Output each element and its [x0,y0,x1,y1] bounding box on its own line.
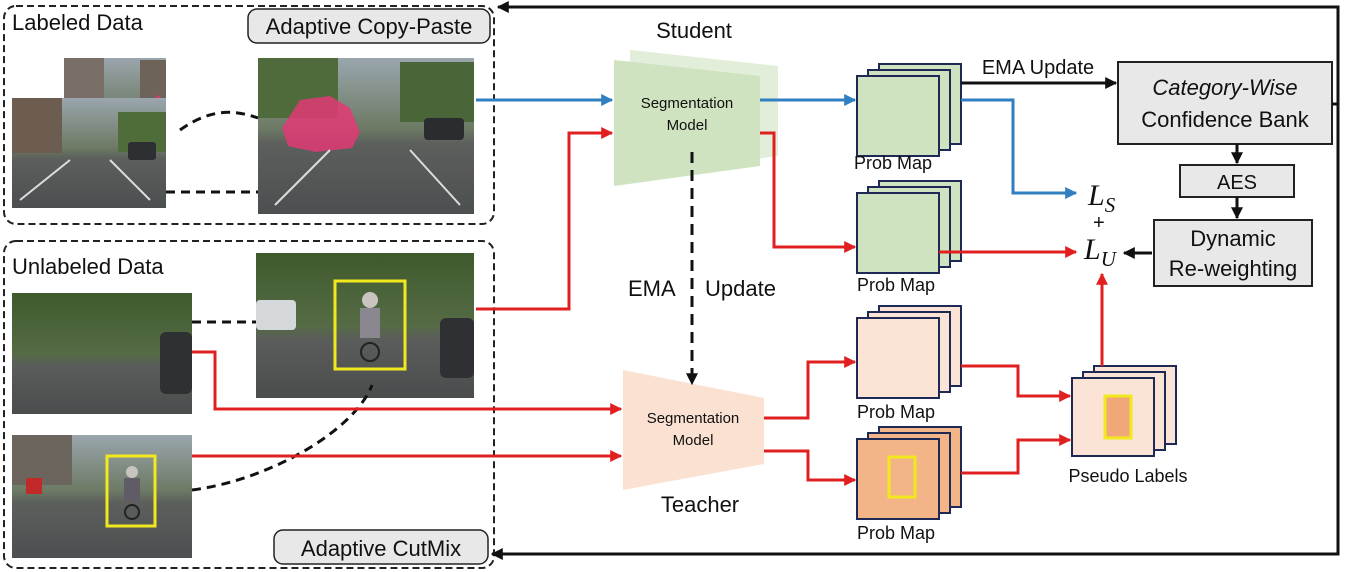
arrow-feedback-top [496,0,1340,106]
confidence-bank-box [1117,61,1333,145]
unlabeled-image-2 [12,435,192,558]
arrow-unlabeled1-to-teacher [192,350,623,415]
teacher-prob-map-1 [856,305,962,399]
confidence-bank-line1: Category-Wise [1152,75,1297,100]
pseudo-labels-stack [1071,365,1177,457]
cutmix-badge: Adaptive CutMix [301,536,461,561]
cutmix-badge-box [273,529,489,565]
arrow-teacher-to-probmap-1 [764,356,857,420]
student-prob-map-2-label: Prob Map [857,275,935,295]
arrow-probmap-2-to-pseudo [961,434,1072,475]
unlabeled-data-title: Unlabeled Data [12,254,164,279]
pseudo-labels-label: Pseudo Labels [1068,466,1187,486]
arrow-probmap-1-to-pseudo [961,364,1072,402]
arrow-mixed-to-student [476,127,614,311]
teacher-model-label-1: Segmentation [647,410,740,427]
student-model-label-1: Segmentation [641,95,734,112]
unlabeled-link-lower [191,384,374,492]
labeled-image-result [258,58,474,214]
student-prob-map-1-label: Prob Map [854,153,932,173]
loss-plus: + [1093,212,1105,234]
unlabeled-image-1 [12,293,192,414]
labeled-link-upper [179,110,259,132]
student-model-label-2: Model [667,117,708,134]
arrow-teacher-to-probmap-2 [764,449,857,486]
ema-update-label: EMA Update [982,57,1094,79]
reweighting-line1: Dynamic [1190,226,1276,251]
labeled-image-front [12,98,166,208]
ema-vertical-left: EMA [628,276,676,301]
teacher-model-shape [623,370,764,490]
student-model-shape [614,60,760,186]
unlabeled-image-mixed [256,253,474,398]
aes-box [1179,164,1295,198]
aes-label: AES [1217,172,1257,194]
teacher-prob-map-2-label: Prob Map [857,523,935,543]
teacher-prob-map-1-label: Prob Map [857,402,935,422]
arrow-feedback-bottom [490,104,1340,560]
arrow-student-to-probmap-2 [760,131,857,253]
unlabeled-region-frame [3,240,495,569]
teacher-model-label-2: Model [673,432,714,449]
teacher-title: Teacher [661,492,739,517]
loss-supervised: LS [1087,179,1116,217]
student-title: Student [656,18,732,43]
reweighting-box [1153,219,1313,287]
labeled-data-title: Labeled Data [12,10,144,35]
ema-vertical-right: Update [705,276,776,301]
labeled-region-frame [3,5,495,225]
loss-unsupervised: LU [1083,233,1118,271]
reweighting-line2: Re-weighting [1169,256,1297,281]
arrow-probmap-to-ls [961,98,1078,199]
student-prob-map-2 [856,180,962,274]
confidence-bank-line2: Confidence Bank [1141,107,1310,132]
copy-paste-badge-box [247,8,491,44]
student-prob-map-1 [856,63,962,157]
teacher-prob-map-2 [856,426,962,520]
copy-paste-badge: Adaptive Copy-Paste [266,14,473,39]
